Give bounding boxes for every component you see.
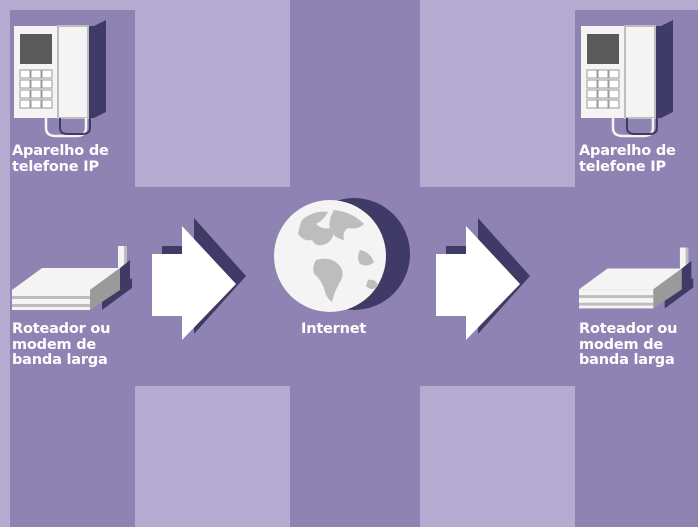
router-icon (12, 246, 132, 310)
arrow-right-icon (436, 218, 530, 340)
right-phone-label: Aparelho de telefone IP (579, 143, 676, 175)
router-icon (579, 247, 694, 309)
left-router-label: Roteador ou modem de banda larga (12, 321, 111, 368)
ip-phone-icon (581, 20, 673, 138)
arrow-right-icon (152, 218, 246, 340)
background-panel (420, 386, 575, 527)
background-panel (135, 386, 290, 527)
right-router-label: Roteador ou modem de banda larga (579, 321, 678, 368)
ip-phone-icon (14, 20, 106, 138)
globe-icon (274, 198, 410, 312)
background-panel (290, 0, 420, 10)
internet-label: Internet (301, 321, 367, 337)
background-panel (135, 0, 290, 187)
left-phone-label: Aparelho de telefone IP (12, 143, 109, 175)
background-panel (420, 0, 575, 187)
background-panel (0, 0, 10, 527)
